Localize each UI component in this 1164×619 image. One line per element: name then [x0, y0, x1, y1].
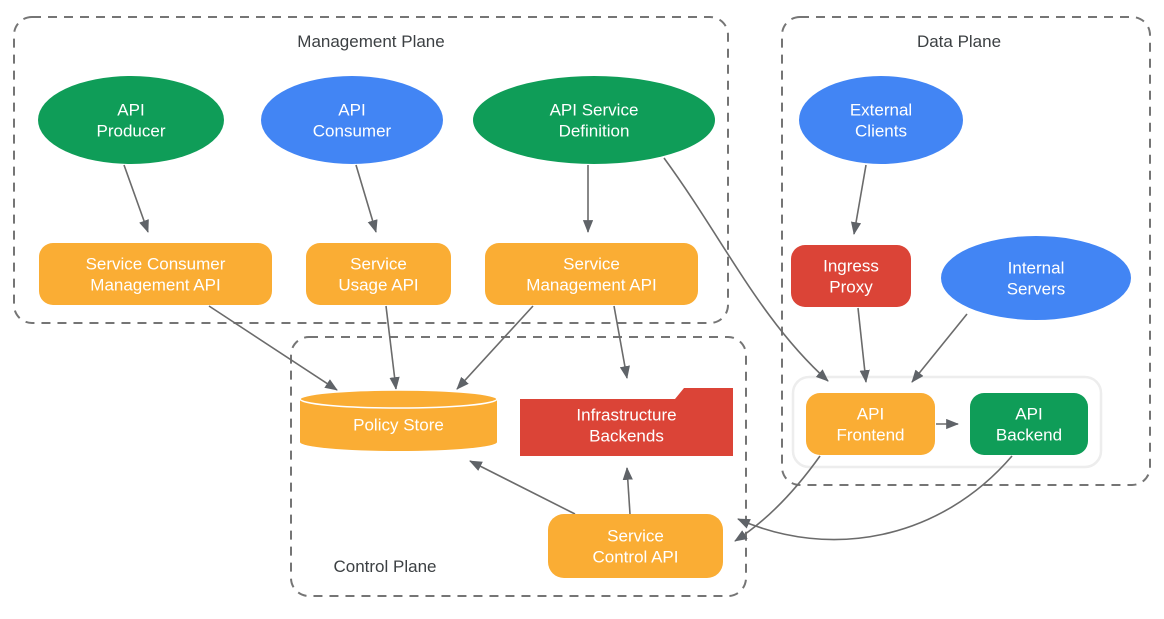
node-shape-roundrect [548, 514, 723, 578]
node-shape-ellipse [261, 76, 443, 164]
edge-service-control-api-to-policy-store [469, 460, 576, 515]
node-shape-cylinder-body [300, 399, 497, 451]
edge-management-api-to-infra-backends [613, 305, 630, 379]
edge-management-api-to-policy-store [456, 305, 534, 390]
node-shape-roundrect [806, 393, 935, 455]
edge-consumer-mgmt-api-to-policy-store [208, 305, 338, 391]
edge-api-frontend-to-service-control-api [734, 455, 821, 542]
node-shape-ellipse [941, 236, 1131, 320]
node-shape-roundrect [791, 245, 911, 307]
group-label-management-plane: Management Plane [297, 32, 444, 51]
node-shape-ellipse [38, 76, 224, 164]
group-box-data-plane [781, 16, 1151, 486]
group-box-management-plane [13, 16, 729, 324]
edge-api-backend-to-service-control-api [737, 455, 1013, 541]
group-boxes-layer [13, 16, 1151, 597]
node-shape-roundrect [485, 243, 698, 305]
edge-consumer-to-usage-api [355, 164, 378, 233]
node-shape-roundrect [970, 393, 1088, 455]
node-policy-store[interactable]: Policy Store [299, 389, 498, 451]
node-shape-roundrect [306, 243, 451, 305]
edge-ingress-to-api-frontend [857, 307, 870, 383]
edge-producer-to-consumer-mgmt-api [123, 164, 149, 233]
node-shape-folder [520, 388, 733, 456]
node-label-policy-store: Policy Store [353, 416, 444, 435]
group-label-control-plane: Control Plane [333, 557, 436, 576]
edge-external-clients-to-ingress [850, 164, 867, 235]
group-label-data-plane: Data Plane [917, 32, 1001, 51]
edges-layer [123, 157, 1013, 542]
node-shape-cylinder-top [299, 389, 498, 409]
node-shape-ellipse [473, 76, 715, 164]
edge-usage-api-to-policy-store [385, 305, 400, 390]
edge-internal-servers-to-api-frontend [911, 313, 968, 383]
group-box-control-plane [290, 336, 747, 597]
node-shape-roundrect [39, 243, 272, 305]
node-shape-ellipse [799, 76, 963, 164]
edge-definition-to-api-frontend [663, 157, 829, 382]
edge-service-control-api-to-infra-backends [622, 467, 633, 515]
